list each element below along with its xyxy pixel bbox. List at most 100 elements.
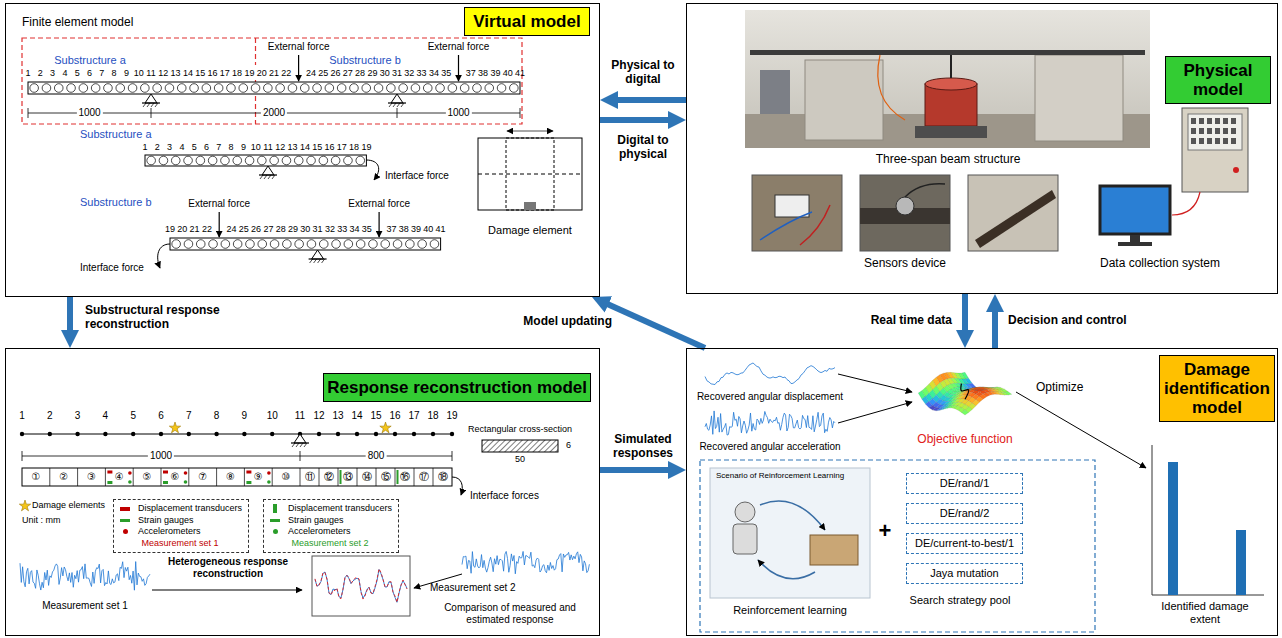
strategy-name: DE/rand/1 <box>915 476 1014 491</box>
element-circle <box>276 84 285 93</box>
agent-head <box>735 502 755 522</box>
node-dot <box>450 432 454 436</box>
element-divider <box>161 468 162 486</box>
sensor-legend-entry: Strain gauges <box>118 515 242 527</box>
element-circle <box>411 84 420 93</box>
support-hatch <box>264 175 267 179</box>
node-number: 12 <box>313 410 324 422</box>
recovered-signal <box>705 411 835 435</box>
node-number: 1 <box>142 142 147 153</box>
node-number: 11 <box>295 410 305 422</box>
element-circle <box>153 84 162 93</box>
node-number: 40 <box>423 224 433 235</box>
response-figure <box>19 422 589 616</box>
node-number: 15 <box>370 410 381 422</box>
beam-photo <box>745 10 1150 148</box>
virtual-figure <box>22 38 582 268</box>
element-circle <box>184 240 193 249</box>
force-label: Interface forces <box>470 490 539 502</box>
sensor-photo <box>968 175 1058 251</box>
strain-gauge <box>246 481 251 484</box>
node-number: 14 <box>183 68 193 79</box>
element-number: ⑫ <box>324 471 334 483</box>
element-circle <box>233 156 242 165</box>
sensor-icon <box>273 504 277 513</box>
section-label: Rectangular cross-section <box>468 424 572 435</box>
dimension-tick <box>452 451 453 461</box>
steel-beam <box>750 50 1145 55</box>
concrete-block <box>1035 55 1123 141</box>
support-hatch <box>314 259 317 263</box>
damage-notch <box>524 202 536 210</box>
node-number: 16 <box>389 410 400 422</box>
stinger <box>950 55 952 78</box>
dimension-line <box>22 456 452 457</box>
signal-caption: Measurement set 2 <box>430 582 516 594</box>
logger-channel <box>1191 138 1196 144</box>
node-dot <box>187 432 191 436</box>
force-arrow <box>298 55 299 81</box>
node-number: 9 <box>241 142 246 153</box>
node-dot <box>75 432 79 436</box>
element-number: ⑩ <box>282 471 291 483</box>
sensor-photo <box>860 175 950 251</box>
flow-label: Substructural response reconstruction <box>85 303 255 331</box>
dimension: 800 <box>366 450 387 462</box>
force-arrow <box>219 212 220 237</box>
beam <box>170 238 441 250</box>
element-divider <box>49 468 50 486</box>
element-circle <box>177 84 186 93</box>
element-number: ⑥ <box>170 471 179 483</box>
element-circle <box>221 156 230 165</box>
element-circle <box>246 240 255 249</box>
surface-patch <box>961 410 968 415</box>
accelerometer <box>267 480 271 484</box>
node-number: 13 <box>171 68 181 79</box>
node-number: 5 <box>192 142 197 153</box>
environment <box>810 535 858 565</box>
element-circle <box>313 84 322 93</box>
substructure-name: Substructure a <box>54 54 126 67</box>
element-circle <box>460 84 469 93</box>
element-number: ⑯ <box>400 471 410 483</box>
damage-bar <box>1168 462 1178 595</box>
flow-label: Physical to digital <box>603 58 683 86</box>
agent-body <box>733 524 757 554</box>
node-number: 31 <box>392 68 402 79</box>
node-number: 20 <box>177 224 187 235</box>
node-number: 5 <box>75 68 80 79</box>
node-number: 34 <box>429 68 439 79</box>
interface-force-arrow <box>452 477 462 495</box>
strategy-name: DE/current-to-best/1 <box>915 536 1014 551</box>
sensor-icon <box>123 529 128 534</box>
surface-caption: Objective function <box>917 432 1012 446</box>
logger-channel <box>1191 118 1196 124</box>
element-circle <box>214 84 223 93</box>
node-number: 13 <box>288 142 298 153</box>
dimension-tick <box>520 108 521 118</box>
element-circle <box>344 156 353 165</box>
force-label: Interface force <box>80 262 144 274</box>
support-hatch <box>260 175 263 179</box>
element-circle <box>264 84 273 93</box>
dimension-tick <box>300 451 301 461</box>
node-number: 24 <box>306 68 316 79</box>
logger-panel <box>1188 114 1242 150</box>
flow-arrow <box>607 304 705 348</box>
node-number: 19 <box>361 142 371 153</box>
element-divider <box>414 468 415 486</box>
element-circle <box>332 240 341 249</box>
element-circle <box>436 84 445 93</box>
strategy-box: DE/rand/1 <box>906 473 1023 494</box>
dimension-tick <box>151 108 152 118</box>
node-number: 9 <box>124 68 129 79</box>
support-hatch <box>318 259 321 263</box>
element-number: ⑱ <box>438 471 448 483</box>
input-arrow <box>838 374 912 392</box>
process-arrow <box>152 589 302 590</box>
method-frame <box>700 460 1095 632</box>
cable <box>878 55 905 120</box>
panel-title: Response reconstruction model <box>323 373 591 402</box>
support <box>145 94 157 103</box>
